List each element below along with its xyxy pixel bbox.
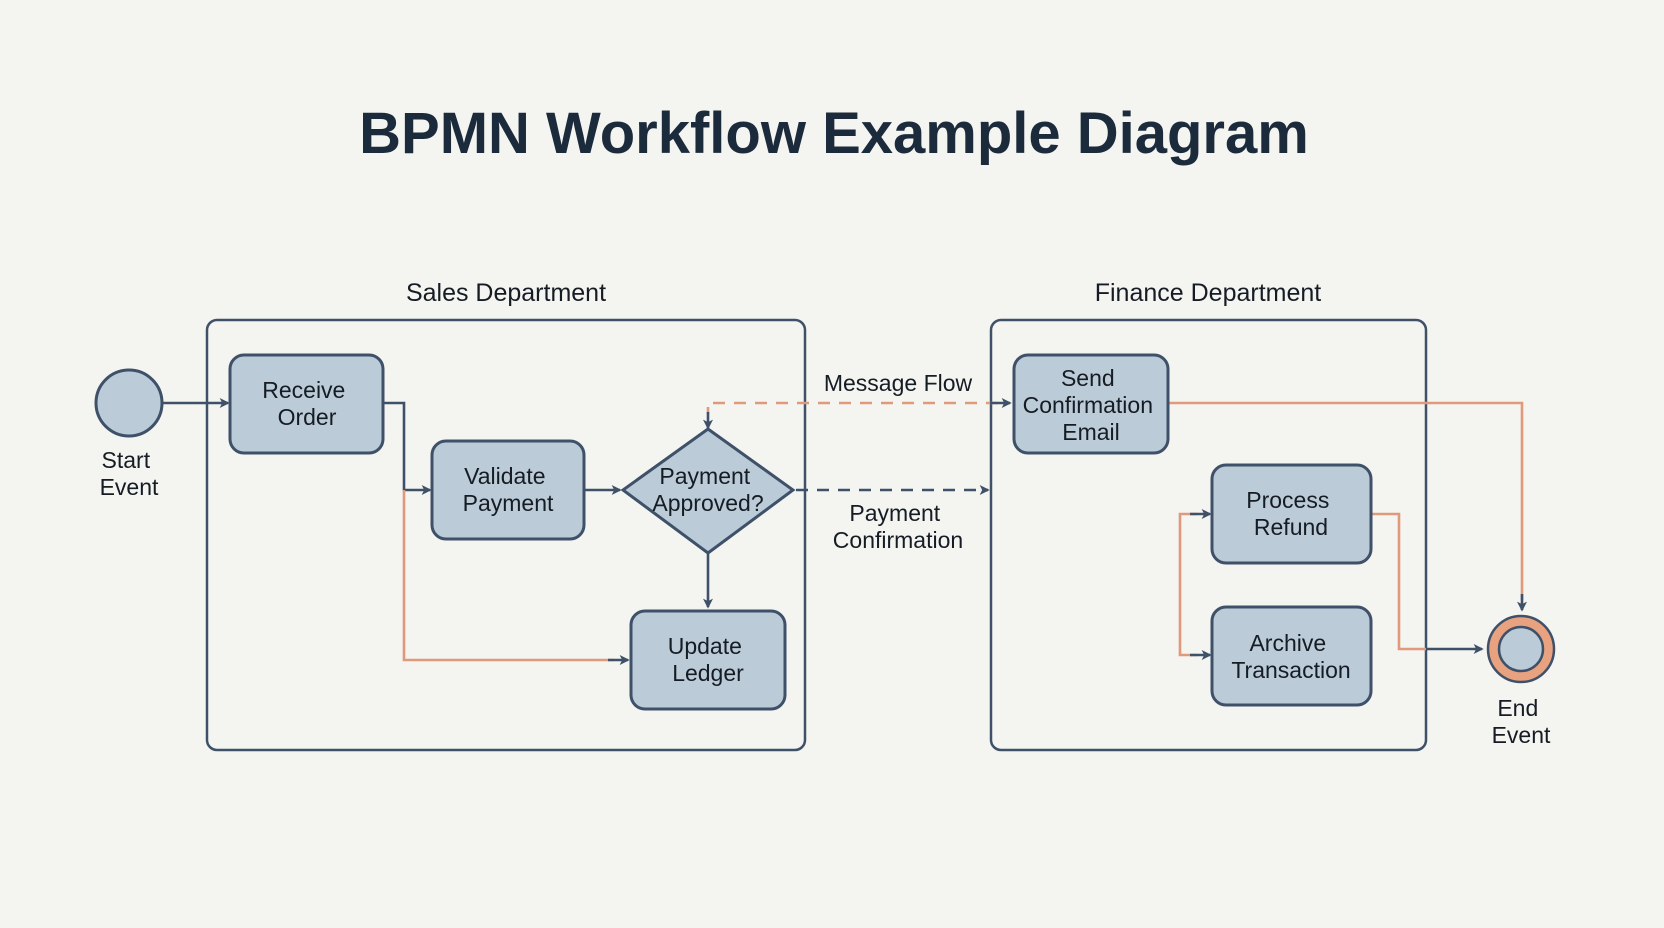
- task-label: Send Confirmation Email: [1023, 365, 1160, 445]
- task-update-ledger[interactable]: Update Ledger: [629, 609, 787, 711]
- task-box: [1210, 605, 1373, 707]
- task-box: [629, 609, 787, 711]
- task-label-line: Transaction: [1231, 657, 1350, 683]
- flow-receive-order-to-validate-payment: [383, 401, 432, 495]
- gateway-label: Payment Approved?: [652, 463, 763, 516]
- lane-finance: [989, 318, 1428, 752]
- end-event-inner-circle: [1497, 625, 1545, 673]
- start-event-label-line: Start: [102, 447, 151, 473]
- task-label: Validate Payment: [463, 463, 554, 516]
- flow-process-refund-to-end: [1372, 512, 1426, 651]
- task-box: [228, 353, 385, 455]
- task-label: Process Refund: [1246, 487, 1335, 540]
- start-event-label-line: Event: [100, 474, 159, 500]
- flow-receive-order-to-update-ledger: [402, 490, 614, 662]
- task-label-line: Validate: [464, 463, 545, 489]
- task-label-line: Send: [1061, 365, 1115, 391]
- task-label: Receive Order: [262, 377, 352, 430]
- task-label-line: Ledger: [672, 660, 744, 686]
- lane-sales: [205, 318, 807, 752]
- gateway-label-line: Payment: [659, 463, 750, 489]
- message-flow-label: Message Flow: [824, 370, 973, 396]
- task-label-line: Update: [668, 633, 742, 659]
- task-label-line: Refund: [1254, 514, 1328, 540]
- diagram-title: BPMN Workflow Example Diagram: [359, 101, 1309, 166]
- gateway-payment-approved[interactable]: Payment Approved?: [620, 427, 796, 555]
- message-flow-orange: [706, 401, 998, 414]
- task-label-line: Receive: [262, 377, 345, 403]
- task-label-line: Confirmation: [1023, 392, 1153, 418]
- task-label-line: Process: [1246, 487, 1329, 513]
- task-label-line: Email: [1062, 419, 1120, 445]
- gateway-diamond: [620, 427, 796, 555]
- lane-title-finance: Finance Department: [1095, 279, 1322, 307]
- payment-confirmation-label-line: Confirmation: [833, 527, 963, 553]
- task-box: [1210, 463, 1373, 565]
- gateway-label-line: Approved?: [652, 490, 763, 516]
- end-event-label-line: Event: [1492, 722, 1551, 748]
- payment-confirmation-label-line: Payment: [849, 500, 940, 526]
- payment-confirmation-label: Payment Confirmation: [833, 500, 963, 553]
- task-box: [1012, 353, 1170, 455]
- task-box: [430, 439, 586, 541]
- flow-archive-to-process-refund: [1178, 512, 1197, 657]
- lane-title-sales: Sales Department: [406, 279, 606, 307]
- task-send-confirmation-email[interactable]: Send Confirmation Email: [1012, 353, 1170, 455]
- flow-send-confirmation-to-end: [1168, 401, 1524, 600]
- task-label: Update Ledger: [668, 633, 749, 686]
- task-validate-payment[interactable]: Validate Payment: [430, 439, 586, 541]
- end-event[interactable]: End Event: [1486, 614, 1556, 748]
- start-event-label: Start Event: [100, 447, 159, 500]
- start-event[interactable]: Start Event: [94, 368, 164, 500]
- end-event-label: End Event: [1492, 695, 1551, 748]
- task-receive-order[interactable]: Receive Order: [228, 353, 385, 455]
- task-archive-transaction[interactable]: Archive Transaction: [1210, 605, 1373, 707]
- task-label: Archive Transaction: [1231, 630, 1350, 683]
- start-event-circle: [94, 368, 164, 438]
- task-label-line: Order: [278, 404, 337, 430]
- task-label-line: Archive: [1249, 630, 1326, 656]
- task-process-refund[interactable]: Process Refund: [1210, 463, 1373, 565]
- end-event-label-line: End: [1497, 695, 1538, 721]
- task-label-line: Payment: [463, 490, 554, 516]
